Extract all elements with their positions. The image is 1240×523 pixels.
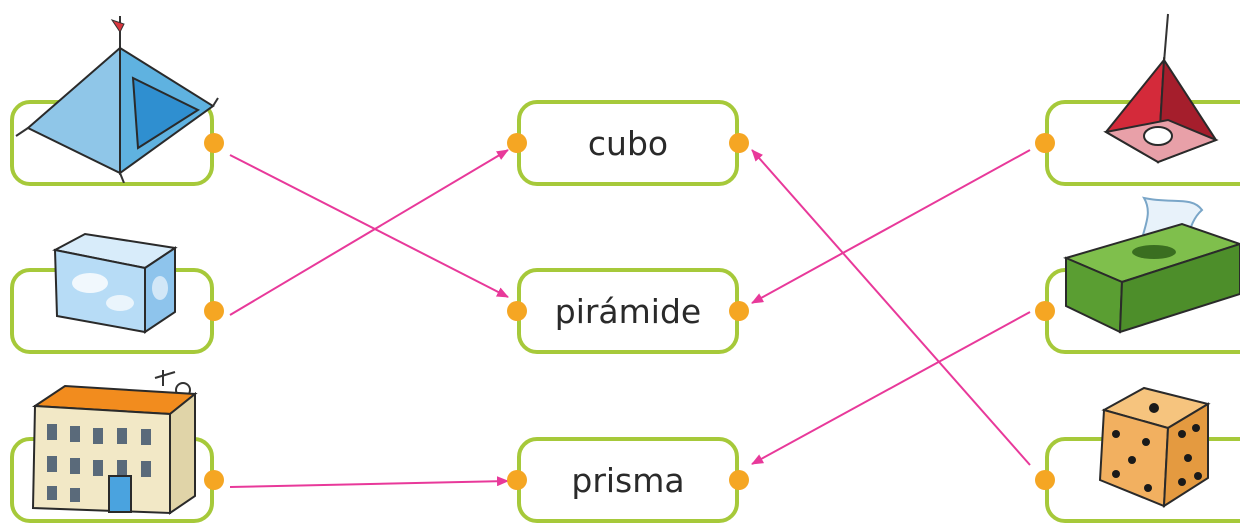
dot-die[interactable]	[1035, 470, 1055, 490]
dot-prisma-right[interactable]	[729, 470, 749, 490]
arrow-tissue-box-to-prisma	[751, 311, 1031, 465]
word-box-prisma: prisma	[517, 437, 739, 523]
building-icon	[31, 370, 198, 515]
tent-icon	[15, 16, 219, 183]
lampshade-icon	[1103, 13, 1219, 164]
dot-cubo-left[interactable]	[507, 133, 527, 153]
tissue-box-icon	[1063, 196, 1240, 334]
word-piramide: pirámide	[554, 291, 702, 331]
dot-piramide-right[interactable]	[729, 301, 749, 321]
dot-ice-cube[interactable]	[204, 301, 224, 321]
dot-lampshade[interactable]	[1035, 133, 1055, 153]
die-icon	[1098, 386, 1211, 508]
word-cubo: cubo	[587, 123, 669, 163]
dot-building[interactable]	[204, 470, 224, 490]
dot-tissue-box[interactable]	[1035, 301, 1055, 321]
arrow-lampshade-to-piramide	[751, 149, 1031, 304]
dot-cubo-right[interactable]	[729, 133, 749, 153]
arrow-building-to-prisma	[229, 476, 509, 488]
dot-tent[interactable]	[204, 133, 224, 153]
arrow-ice-cube-to-cubo	[229, 149, 509, 316]
word-prisma: prisma	[571, 460, 685, 500]
arrow-tent-to-piramide	[229, 154, 509, 298]
dot-piramide-left[interactable]	[507, 301, 527, 321]
dot-prisma-left[interactable]	[507, 470, 527, 490]
ice-cube-icon	[52, 232, 178, 334]
arrow-die-to-cubo	[751, 149, 1031, 466]
